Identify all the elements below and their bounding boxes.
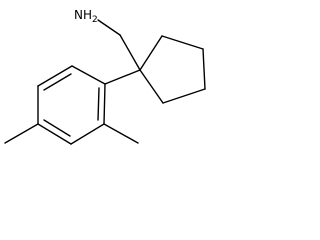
bond-benz-inner-1 (43, 73, 72, 91)
bond-ch2-cq (119, 34, 141, 71)
bond-methyl-ortho (103, 123, 139, 144)
bond-methyl-para (4, 123, 39, 144)
bond-benz-4 (37, 123, 72, 145)
bond-benz-6 (103, 83, 106, 125)
bond-ring5-5 (139, 69, 164, 104)
bond-cq-aryl (104, 69, 141, 85)
bond-ring5-1 (139, 35, 163, 71)
bond-benz-inner-2 (43, 119, 71, 137)
amine-label: NH2 (74, 8, 98, 25)
bond-benz-1 (71, 65, 106, 85)
bond-benz-inner-3 (97, 87, 100, 121)
bond-benz-2 (37, 65, 73, 87)
bond-ring5-3 (202, 48, 206, 90)
amine-subscript: 2 (92, 15, 98, 25)
bond-ring5-2 (161, 35, 204, 50)
bond-n-ch2 (97, 19, 121, 36)
bond-benz-5 (70, 123, 105, 145)
bond-ring5-4 (162, 88, 206, 104)
amine-element: NH (74, 8, 92, 22)
molecule-structure-diagram: NH2 (4, 8, 206, 145)
